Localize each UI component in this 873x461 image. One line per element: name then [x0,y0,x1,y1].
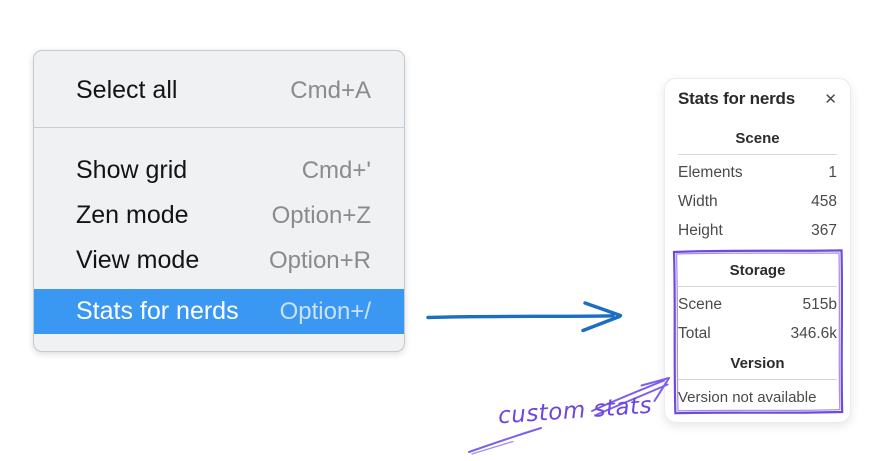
section-divider [678,286,837,287]
stat-value: 515b [802,296,837,313]
menu-item-select-all[interactable]: Select all Cmd+A [34,68,404,113]
stat-row-total: Total 346.6k [678,319,837,348]
stat-row-elements: Elements 1 [678,158,837,187]
highlight-box-annotation [672,249,844,415]
stats-panel-header: Stats for nerds ✕ [678,87,837,111]
stat-label: Scene [678,296,722,313]
menu-item-shortcut: Cmd+' [301,156,371,184]
menu-item-shortcut: Option+Z [271,201,371,229]
context-menu-section-bottom: Show grid Cmd+' Zen mode Option+Z View m… [34,127,404,351]
menu-item-zen-mode[interactable]: Zen mode Option+Z [34,193,404,238]
stat-value: 367 [811,222,837,239]
menu-item-shortcut: Option+/ [279,297,371,325]
flow-arrow [426,301,623,333]
menu-item-show-grid[interactable]: Show grid Cmd+' [34,148,404,193]
close-icon[interactable]: ✕ [824,90,837,108]
menu-item-view-mode[interactable]: View mode Option+R [34,238,404,283]
stat-label: Height [678,222,723,239]
section-divider [678,154,837,155]
stats-panel-title: Stats for nerds [678,89,795,108]
stat-row-height: Height 367 [678,216,837,245]
stat-value: 1 [828,164,837,181]
menu-item-label: Show grid [76,156,188,184]
menu-item-label: Stats for nerds [76,297,239,325]
menu-item-label: Zen mode [76,201,189,229]
section-heading-storage: Storage [729,262,786,279]
menu-item-stats-for-nerds[interactable]: Stats for nerds Option+/ [34,289,404,334]
stat-row-scene: Scene 515b [678,290,837,319]
menu-item-shortcut: Cmd+A [290,76,371,104]
stat-value: 458 [811,193,837,210]
section-divider [678,379,837,380]
context-menu-section-top: Select all Cmd+A [34,51,404,127]
stat-label: Width [678,193,718,210]
stat-label: Total [678,325,711,342]
stat-value: 346.6k [790,325,837,342]
section-heading-scene: Scene [735,130,780,147]
annotation-arrow [468,377,670,455]
stat-label: Elements [678,164,743,181]
section-heading-version: Version [730,355,785,372]
menu-item-shortcut: Option+R [268,246,371,274]
version-note: Version not available [678,389,817,406]
stat-row-width: Width 458 [678,187,837,216]
menu-item-label: Select all [76,76,178,104]
context-menu: Select all Cmd+A Show grid Cmd+' Zen mod… [33,50,405,352]
menu-item-label: View mode [76,246,200,274]
